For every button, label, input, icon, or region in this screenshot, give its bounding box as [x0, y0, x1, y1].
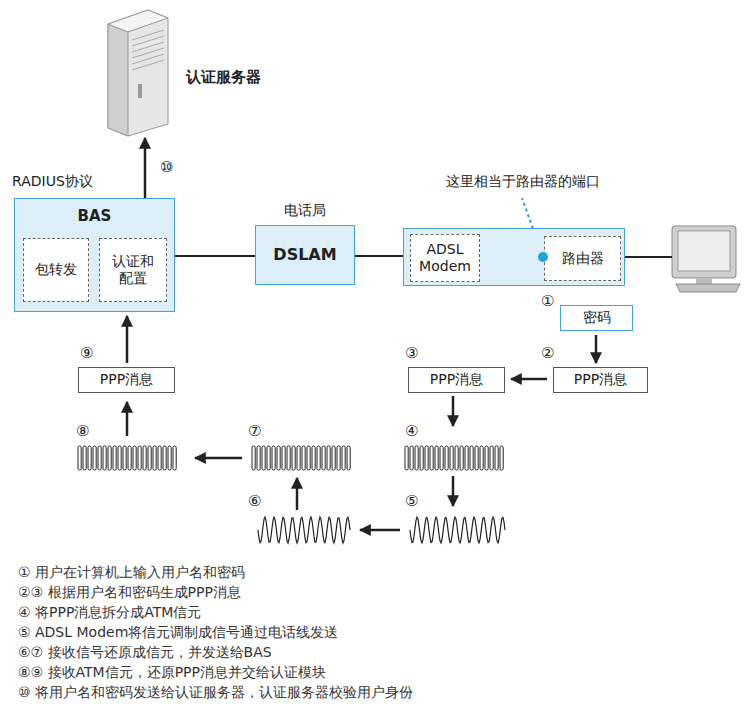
modem-box: ADSL Modem — [410, 234, 480, 282]
caption-line: ④ 将PPP消息拆分成ATM信元 — [18, 604, 201, 621]
protocol-label: RADIUS协议 — [12, 173, 93, 190]
server-icon — [100, 6, 172, 138]
password-box: 密码 — [560, 305, 633, 331]
node-heading: 电话局 — [256, 202, 354, 220]
module-box: 认证和 配置 — [99, 238, 167, 302]
node-text: 密码 — [583, 309, 611, 327]
message-box: PPP消息 — [408, 367, 505, 393]
caption-line: ① 用户在计算机上输入用户名和密码 — [18, 564, 245, 581]
callout-number: ④ — [405, 422, 418, 440]
node-text: 认证和 配置 — [110, 253, 156, 288]
link-line — [175, 255, 255, 257]
flow-arrow — [511, 378, 547, 381]
wire — [625, 256, 672, 258]
callout-number: ⑥ — [248, 492, 261, 510]
callout-number: ⑩ — [160, 158, 173, 176]
node-text: PPP消息 — [430, 371, 483, 389]
flow-arrow — [296, 478, 299, 510]
message-box: PPP消息 — [78, 367, 175, 393]
server-node: 认证服务器 — [100, 6, 300, 138]
signal-wave — [410, 517, 505, 543]
bas-box: BAS 包转发 认证和 配置 — [14, 198, 175, 312]
callout-number: ② — [541, 344, 554, 362]
flow-arrow — [452, 396, 455, 426]
signal-wave — [258, 517, 350, 543]
callout-number: ⑧ — [76, 422, 89, 440]
router-box: 路由器 — [544, 236, 621, 281]
node-text: 认证服务器 — [186, 68, 261, 87]
caption-line: ⑩ 将用户名和密码发送给认证服务器，认证服务器校验用户身份 — [18, 684, 413, 701]
caption-line: ⑧⑨ 接收ATM信元，还原PPP消息并交给认证模块 — [18, 664, 326, 681]
flow-arrow — [360, 529, 400, 532]
caption-line: ②③ 根据用户名和密码生成PPP消息 — [18, 584, 241, 601]
node-text: ADSL Modem — [417, 241, 473, 276]
atm-cells — [78, 446, 176, 470]
flow-arrow — [595, 335, 598, 363]
flow-arrow — [452, 476, 455, 506]
flow-arrow — [144, 138, 147, 198]
atm-cells — [405, 446, 503, 470]
callout-note: 这里相当于路由器的端口 — [446, 173, 600, 190]
module-box: 包转发 — [23, 238, 89, 302]
computer-icon — [672, 226, 740, 292]
node-text: PPP消息 — [574, 371, 627, 389]
callout-number: ⑨ — [80, 344, 93, 362]
caption-line: ⑥⑦ 接收信号还原成信元，并发送给BAS — [18, 644, 272, 661]
flow-arrow — [126, 402, 129, 436]
callout-number: ⑤ — [405, 492, 418, 510]
node-text: PPP消息 — [100, 371, 153, 389]
callout-number: ① — [541, 292, 554, 310]
flow-arrow — [126, 316, 129, 363]
node-text: BAS — [78, 207, 112, 226]
callout-number: ⑦ — [248, 422, 261, 440]
flow-arrow — [195, 457, 242, 460]
message-box: PPP消息 — [553, 367, 648, 393]
callout-number: ③ — [405, 344, 418, 362]
dslam-box: 电话局DSLAM — [255, 225, 355, 285]
link-line — [355, 255, 403, 257]
router-enclosure: ADSL Modem 路由器 — [403, 228, 625, 286]
atm-cells — [252, 446, 350, 470]
node-text: 包转发 — [35, 261, 77, 279]
caption-line: ⑤ ADSL Modem将信元调制成信号通过电话线发送 — [18, 624, 338, 641]
node-text: DSLAM — [273, 245, 336, 265]
node-text: 路由器 — [562, 250, 604, 268]
